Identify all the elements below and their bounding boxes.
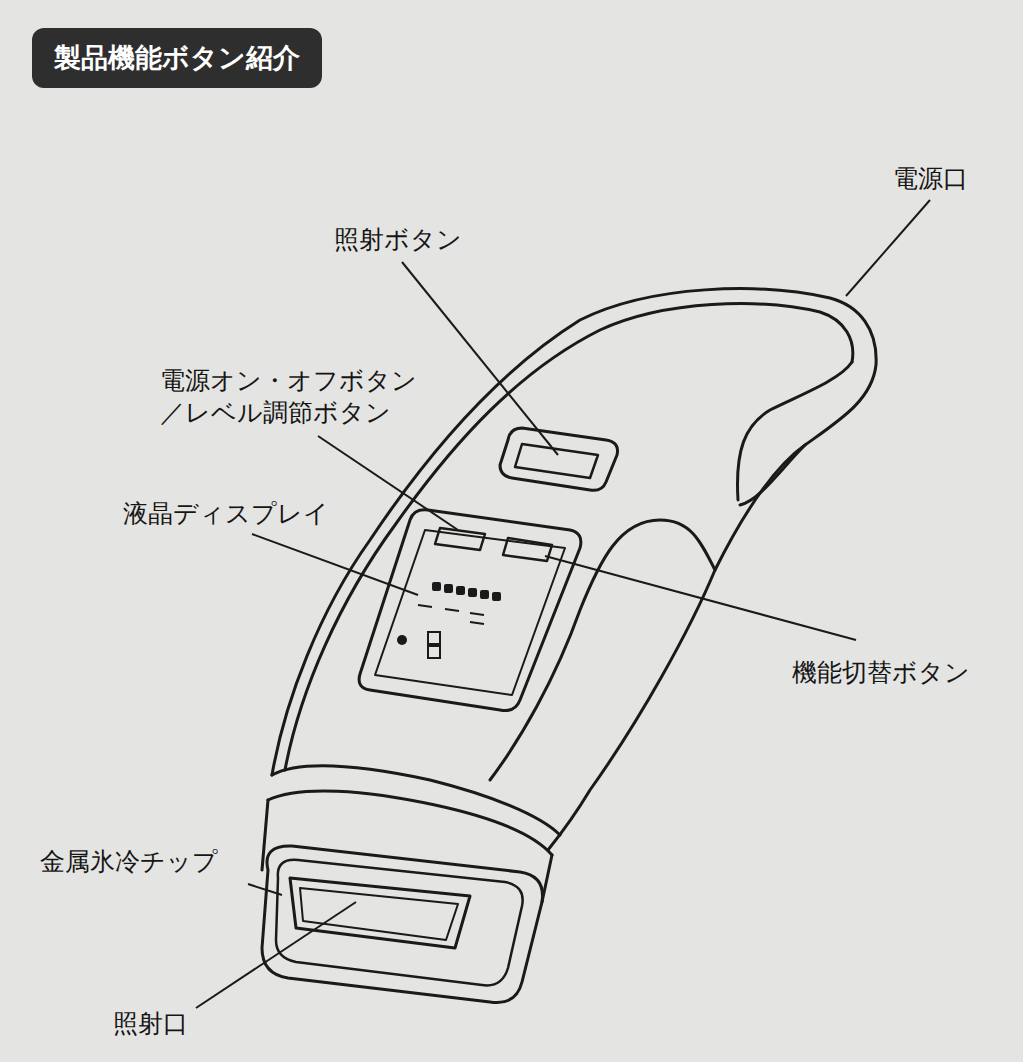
- part-label: 電源オン・オフボタン ／レベル調節ボタン: [160, 365, 435, 429]
- part-label: 照射口: [113, 1008, 188, 1040]
- part-label: 液晶ディスプレイ: [123, 498, 329, 530]
- part-label: 電源口: [893, 163, 968, 195]
- part-label: 金属氷冷チップ: [40, 846, 218, 878]
- part-label: 機能切替ボタン: [792, 657, 970, 689]
- title-badge: 製品機能ボタン紹介: [32, 28, 322, 88]
- part-label: 照射ボタン: [334, 224, 462, 256]
